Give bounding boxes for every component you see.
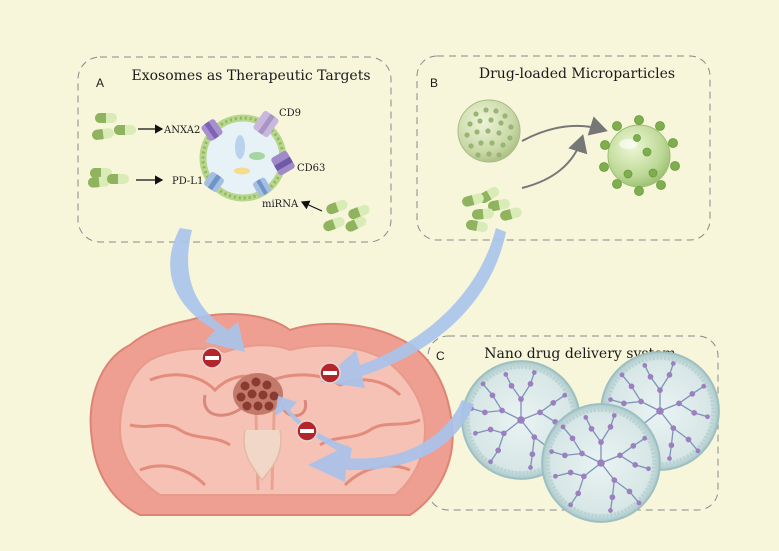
capsule-icon <box>321 215 347 233</box>
panel-a-letter: A <box>96 76 104 90</box>
brain-icon <box>89 313 454 516</box>
inhibit-icon <box>201 347 223 369</box>
panel-b-title: Drug-loaded Microparticles <box>479 66 675 82</box>
capsule-icon <box>95 113 117 123</box>
capsule-icon <box>114 125 136 135</box>
panel-a-title: Exosomes as Therapeutic Targets <box>131 68 370 84</box>
panel-c-title: Nano drug delivery system <box>484 346 676 362</box>
capsule-icon <box>461 192 485 208</box>
inhibit-icon <box>319 362 341 384</box>
panel-c-letter: C <box>436 349 445 363</box>
arrow-mirna <box>300 200 323 212</box>
arrow-a-to-tumor <box>170 228 245 352</box>
arrow-c-to-tumor-upper <box>275 396 352 458</box>
panel-c: C Nano drug delivery system <box>427 335 721 524</box>
microparticle-loaded-icon <box>599 115 680 196</box>
capsule-icon <box>107 174 129 184</box>
panel-a-border <box>77 56 392 243</box>
capsule-icon <box>471 208 495 220</box>
label-mirna: miRNA <box>262 199 299 210</box>
arrow-drug-to-loaded <box>521 134 588 189</box>
arrow-c-to-tumor-lower <box>308 400 474 482</box>
capsule-icon <box>465 219 489 233</box>
arrow-sphere-to-loaded <box>521 116 608 142</box>
label-pdl1: PD-L1 <box>172 176 203 187</box>
label-anxa2: ANXA2 <box>163 125 200 136</box>
nanoparticle-icon <box>540 402 662 524</box>
inhibit-icon <box>296 420 318 442</box>
label-cd9: CD9 <box>279 108 301 119</box>
panel-b-border <box>416 55 711 241</box>
tumor-icon <box>233 373 283 415</box>
label-cd63: CD63 <box>297 163 325 174</box>
panel-a: A Exosomes as Therapeutic Targets ANXA2 … <box>77 56 392 243</box>
capsule-icon <box>91 127 115 141</box>
microparticle-icon <box>457 99 521 163</box>
panel-b-letter: B <box>430 76 438 90</box>
exosome-icon <box>199 111 295 202</box>
capsule-icon <box>87 176 111 188</box>
capsule-icon <box>324 198 350 216</box>
panel-b: B Drug-loaded Microparticles <box>416 55 711 241</box>
